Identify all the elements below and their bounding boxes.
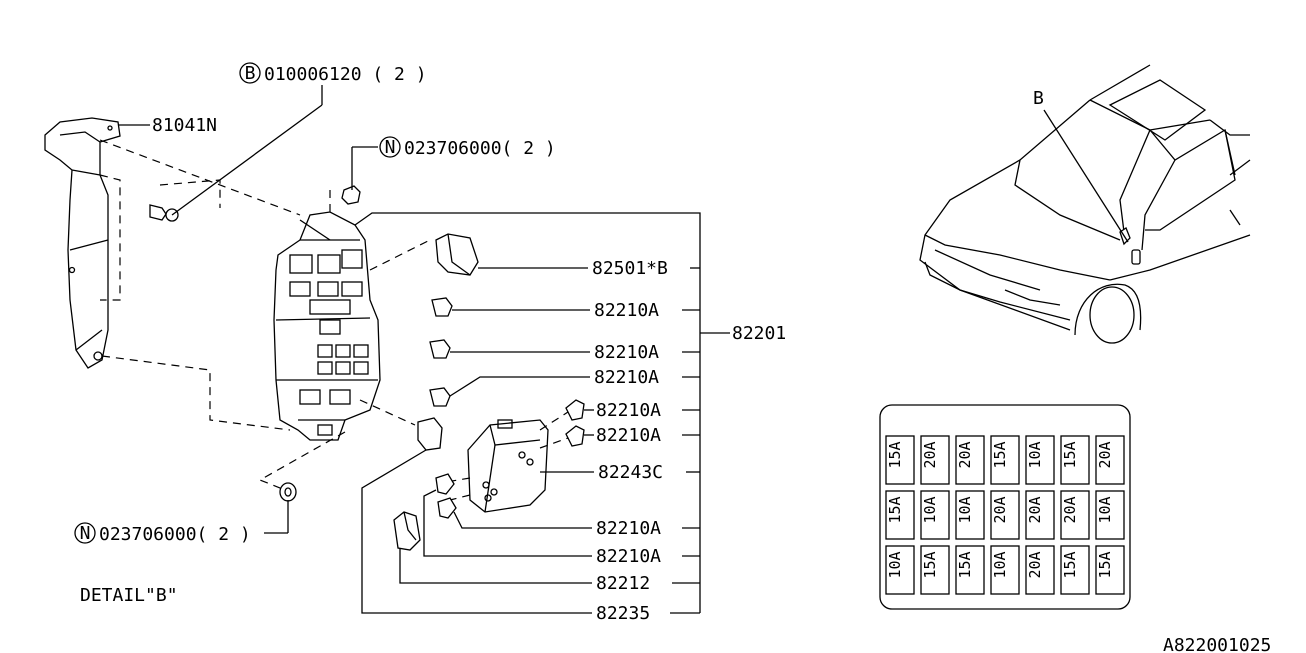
fuse-slot <box>1025 490 1055 540</box>
fuse-slot <box>1060 545 1090 595</box>
fuse-part-4 <box>565 399 585 421</box>
sub-box-part <box>467 419 549 513</box>
fuse-box-main <box>273 211 381 441</box>
part-label-82210a-3: 82210A <box>594 367 659 388</box>
part-label-82210a-4: 82210A <box>596 400 661 421</box>
nut-top-marker-letter: N <box>385 137 396 158</box>
fuse-slot <box>1095 545 1125 595</box>
fuse-slot <box>885 435 915 485</box>
bracket-81041n <box>44 117 121 369</box>
fuse-rating: 10A <box>1026 441 1044 468</box>
bolt-marker-letter: B <box>245 63 256 84</box>
nut-top-callout-text: 023706000( 2 ) <box>404 138 556 159</box>
nut-bottom-marker-letter: N <box>80 523 91 544</box>
part-label-82235: 82235 <box>596 603 650 624</box>
fuse-part-1 <box>431 297 453 317</box>
fuse-slot <box>990 435 1020 485</box>
fuse-slot <box>1025 545 1055 595</box>
fuse-part-5 <box>565 425 585 447</box>
nut-bottom-part <box>279 482 297 502</box>
fuse-slot <box>920 490 950 540</box>
fuse-rating: 20A <box>921 441 939 468</box>
bolt-marker-circle <box>239 62 261 84</box>
fuse-rating: 15A <box>1061 441 1079 468</box>
fuse-slot <box>885 545 915 595</box>
fuse-rating: 15A <box>956 551 974 578</box>
fuse-part-2 <box>429 339 451 359</box>
fuse-rating: 10A <box>921 496 939 523</box>
leader-car-b <box>1043 109 1129 243</box>
fuse-rating: 20A <box>1026 496 1044 523</box>
part-label-82210a-5: 82210A <box>596 425 661 446</box>
fuse-rating: 20A <box>991 496 1009 523</box>
fuse-slot <box>1025 435 1055 485</box>
part-label-82501b: 82501*B <box>592 258 668 279</box>
fuse-cover-part <box>417 417 443 451</box>
fuse-slot <box>1095 490 1125 540</box>
fuse-layout-panel <box>879 404 1131 610</box>
fuse-slot <box>920 545 950 595</box>
part-label-82210a-2: 82210A <box>594 342 659 363</box>
assembly-bracket-line <box>354 212 701 613</box>
part-label-82210a-7: 82210A <box>596 546 661 567</box>
fuse-rating: 10A <box>886 551 904 578</box>
fuse-puller-part <box>393 511 421 551</box>
fuse-rating: 15A <box>1096 551 1114 578</box>
fuse-part-7 <box>437 497 457 519</box>
bracket-label: 81041N <box>152 115 217 136</box>
fuse-rating: 20A <box>1061 496 1079 523</box>
diagram-id: A822001025 <box>1163 635 1271 653</box>
part-label-82243c: 82243C <box>598 462 663 483</box>
part-label-82210a-1: 82210A <box>594 300 659 321</box>
car-view <box>919 64 1251 344</box>
fuse-slot <box>920 435 950 485</box>
fuse-rating: 20A <box>1096 441 1114 468</box>
fuse-slot <box>990 490 1020 540</box>
nut-top-part <box>341 185 361 205</box>
fuse-slot <box>955 490 985 540</box>
fuse-part-3 <box>429 387 451 407</box>
fuse-rating: 10A <box>956 496 974 523</box>
car-view-label: B <box>1033 88 1044 109</box>
leader-82235 <box>361 449 592 614</box>
fuse-rating: 15A <box>991 441 1009 468</box>
fuse-slot <box>990 545 1020 595</box>
fuse-layout-grid: 15A 20A 20A 15A 10A 15A 20A 15A 10A 10A 20A 20A 20A 1… <box>885 435 1125 595</box>
fuse-slot <box>955 545 985 595</box>
fuse-rating: 15A <box>1061 551 1079 578</box>
nut-bottom-callout-text: 023706000( 2 ) <box>99 524 251 545</box>
fuse-rating: 20A <box>956 441 974 468</box>
fuse-rating: 15A <box>886 496 904 523</box>
nut-bottom-marker-circle <box>74 522 96 544</box>
fuse-rating: 10A <box>1096 496 1114 523</box>
nut-top-marker-circle <box>379 136 401 158</box>
relay-part <box>435 233 479 276</box>
part-label-82210a-6: 82210A <box>596 518 661 539</box>
fuse-part-6 <box>435 473 455 495</box>
fuse-slot <box>1060 490 1090 540</box>
fuse-rating: 20A <box>1026 551 1044 578</box>
assembly-label: 82201 <box>732 323 786 344</box>
fuse-rating: 15A <box>886 441 904 468</box>
leader-bolt <box>171 104 323 216</box>
part-label-82212: 82212 <box>596 573 650 594</box>
fuse-slot <box>885 490 915 540</box>
bolt-callout-text: 010006120 ( 2 ) <box>264 64 427 85</box>
fuse-slot <box>955 435 985 485</box>
fuse-rating: 10A <box>991 551 1009 578</box>
detail-label: DETAIL"B" <box>80 585 178 606</box>
fuse-slot <box>1060 435 1090 485</box>
fuse-rating: 15A <box>921 551 939 578</box>
fuse-slot <box>1095 435 1125 485</box>
